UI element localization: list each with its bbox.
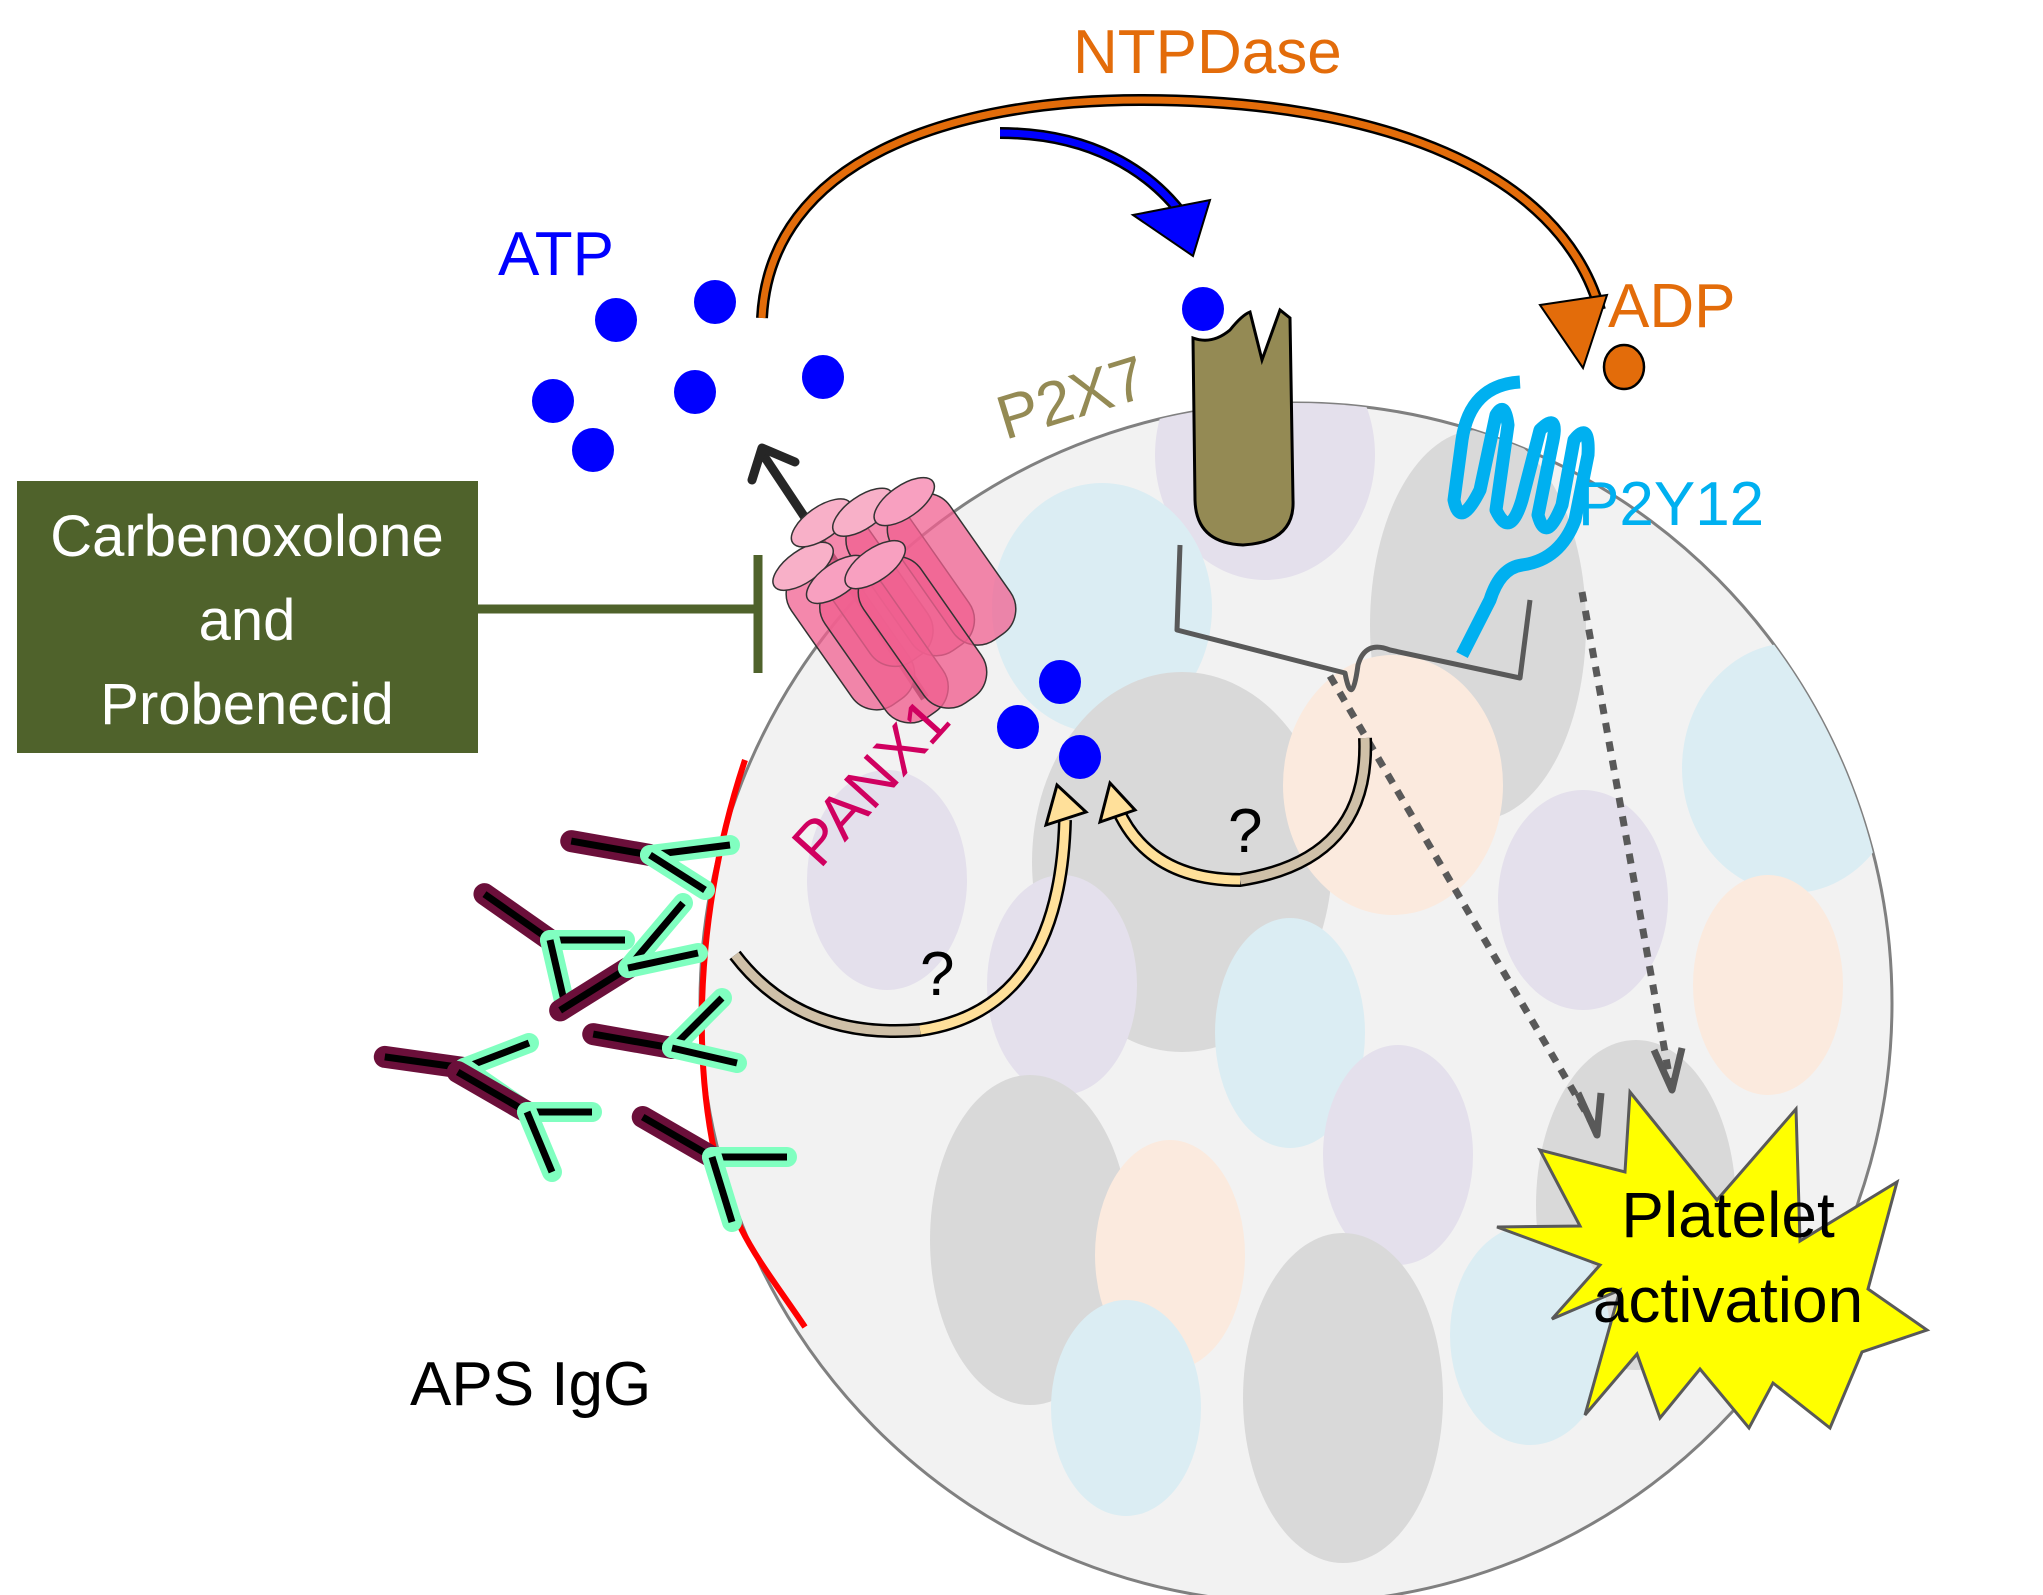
atp-label: ATP xyxy=(498,220,614,289)
atp-molecule xyxy=(674,370,716,414)
antibody-fc-stem-core xyxy=(570,837,651,859)
p2y12-receptor xyxy=(1447,375,1595,658)
ntpdase-arrow xyxy=(756,93,1609,371)
granule xyxy=(1450,1225,1610,1445)
inhibitor-label-line3: Probenecid xyxy=(100,672,393,737)
activation-dotted-arrows xyxy=(1326,591,1686,1139)
antibody-fab-arm-core xyxy=(627,949,699,972)
antibody-fc-stem-core xyxy=(592,1030,673,1052)
membrane-binding-region xyxy=(698,759,808,1329)
p2x7-receptor xyxy=(1191,307,1295,547)
granule xyxy=(1243,1233,1443,1563)
inhibitor-box: Carbenoxolone and Probenecid xyxy=(17,481,478,753)
unknown-label-1: ? xyxy=(920,940,954,1009)
panx1-channel xyxy=(772,476,1017,724)
atp-molecule xyxy=(1059,735,1101,779)
adp-molecule xyxy=(1602,343,1646,391)
granule xyxy=(1498,790,1668,1010)
antibody-fc-stem-core xyxy=(558,965,630,1014)
ntpdase-label: NTPDase xyxy=(1073,18,1342,87)
platelet-activation-burst: Platelet activation xyxy=(1496,1088,1931,1431)
antibody-fab-arm-core xyxy=(546,939,569,1006)
antibody-fc-stem-core xyxy=(482,891,553,943)
atp-molecule xyxy=(997,705,1039,749)
aps-igg-label: APS IgG xyxy=(410,1350,651,1419)
antibody-fab-arm-core xyxy=(671,1044,738,1067)
aps-igg-antibodies xyxy=(373,830,797,1232)
signaling-bracket xyxy=(1174,544,1533,692)
inhibition-line xyxy=(478,555,763,673)
atp-molecule xyxy=(595,298,637,342)
atp-molecule xyxy=(572,428,614,472)
granule xyxy=(1051,1300,1201,1516)
granule xyxy=(987,875,1137,1095)
granule xyxy=(807,770,967,990)
granule xyxy=(1693,875,1843,1095)
atp-molecule xyxy=(802,355,844,399)
adp-label: ADP xyxy=(1608,272,1735,341)
granule xyxy=(930,1075,1130,1405)
atp-molecule xyxy=(532,379,574,423)
inhibitor-label-line1: Carbenoxolone xyxy=(50,504,443,569)
atp-molecules xyxy=(532,280,1224,779)
atp-to-p2x7-arrow xyxy=(999,127,1212,258)
atp-molecule xyxy=(1039,660,1081,704)
granule xyxy=(1283,655,1503,915)
platelet-cell xyxy=(698,401,1894,1595)
antibody-fc-stem-core xyxy=(455,1068,529,1116)
antibody-fab-arm-core xyxy=(708,1155,736,1224)
granule xyxy=(1215,918,1365,1148)
antibody-fc-stem-core xyxy=(640,1113,714,1161)
antibody-fab-arm-core xyxy=(523,1110,556,1174)
unknown-label-2: ? xyxy=(1228,797,1262,866)
antibody-fab-arm-core xyxy=(648,852,707,893)
unknown-pathway-arrow-2 xyxy=(1097,737,1373,888)
p2y12-label: P2Y12 xyxy=(1578,470,1764,539)
inhibitor-label-line2: and xyxy=(199,588,296,653)
outcome-label-line2: activation xyxy=(1593,1264,1863,1336)
atp-molecule xyxy=(694,280,736,324)
granule xyxy=(1323,1045,1473,1265)
unknown-pathway-arrow-1 xyxy=(729,782,1089,1038)
outcome-label-line1: Platelet xyxy=(1621,1179,1835,1251)
atp-molecule xyxy=(1182,287,1224,331)
granule xyxy=(1682,643,1892,893)
